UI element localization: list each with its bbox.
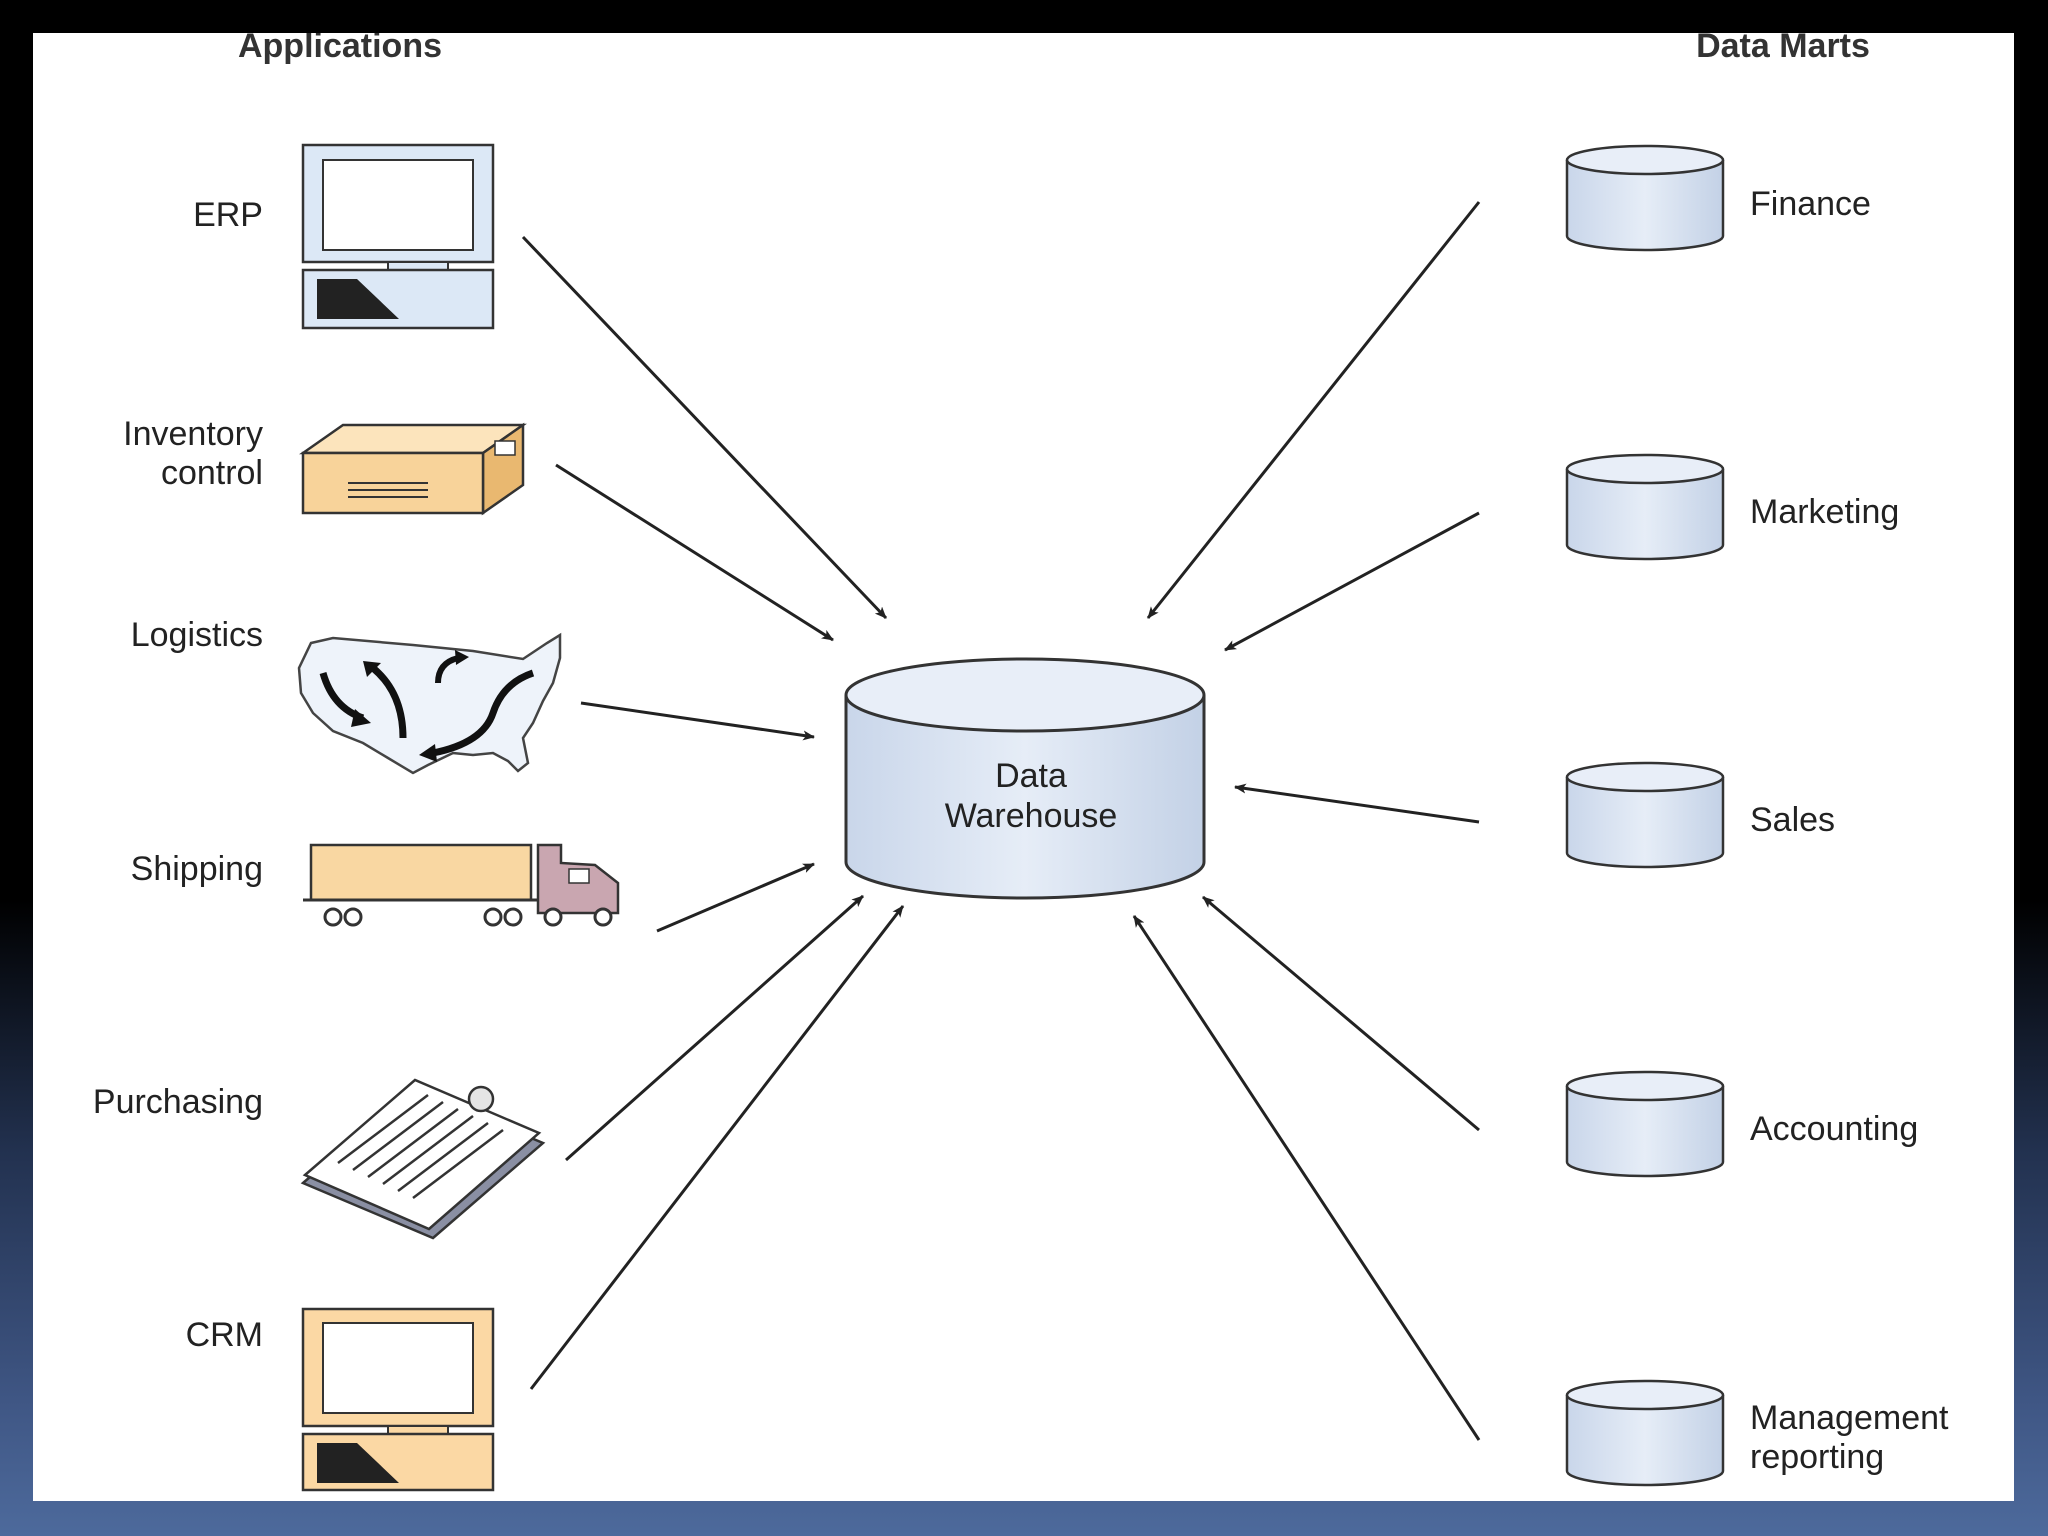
arrow-erp [521,235,888,620]
mart-marketing-label: Marketing [1750,493,1899,531]
box-icon [299,422,527,516]
database-icon [1565,144,1725,252]
arrow-finance [1146,201,1481,619]
truck-icon [303,843,620,927]
warehouse-label-line2: Warehouse [945,797,1118,835]
app-crm: CRM [186,1307,495,1492]
arrow-crm [529,905,905,1390]
database-icon [1565,453,1725,561]
app-purchasing: Purchasing [93,1078,546,1240]
mart-finance: Finance [1565,144,1871,252]
mart-accounting-label: Accounting [1750,1110,1918,1148]
database-icon [1565,1379,1725,1487]
mart-management-label-line2: reporting [1750,1438,1884,1476]
app-logistics-label: Logistics [131,616,263,654]
diagram-canvas: Applications Data Marts Data Warehouse E… [93,33,1949,1492]
app-inventory-label-line2: control [161,454,263,492]
arrow-sales [1234,783,1480,824]
arrow-management [1132,915,1481,1441]
data-marts-header: Data Marts [1696,33,1870,65]
app-inventory-control: Inventory control [123,415,527,516]
clipboard-icon [300,1078,546,1240]
arrow-inventory [555,463,834,642]
mart-sales-label: Sales [1750,801,1835,839]
mart-finance-label: Finance [1750,185,1871,223]
app-shipping: Shipping [131,843,620,927]
arrow-purchasing [565,894,864,1162]
mart-accounting: Accounting [1565,1070,1918,1178]
applications-header: Applications [238,33,442,65]
computer-icon [301,1307,495,1492]
database-icon [1565,1070,1725,1178]
app-shipping-label: Shipping [131,850,263,888]
arrows-incoming [521,201,1481,1441]
mart-management-reporting: Management reporting [1565,1379,1949,1487]
us-map-icon [297,632,562,775]
warehouse-label-line1: Data [995,757,1067,795]
computer-icon [301,143,495,330]
diagram-panel: Applications Data Marts Data Warehouse E… [33,33,2014,1501]
app-logistics: Logistics [131,616,562,775]
database-icon [1565,761,1725,869]
arrow-accounting [1202,895,1480,1132]
app-erp-label: ERP [193,196,263,234]
data-warehouse-cylinder: Data Warehouse [844,657,1206,900]
mart-management-label-line1: Management [1750,1399,1949,1437]
app-crm-label: CRM [186,1316,263,1354]
app-purchasing-label: Purchasing [93,1083,263,1121]
app-erp: ERP [193,143,495,330]
arrow-shipping [656,862,815,933]
arrow-marketing [1224,511,1480,652]
mart-marketing: Marketing [1565,453,1899,561]
app-inventory-label-line1: Inventory [123,415,263,453]
mart-sales: Sales [1565,761,1835,869]
arrow-logistics [580,701,815,741]
